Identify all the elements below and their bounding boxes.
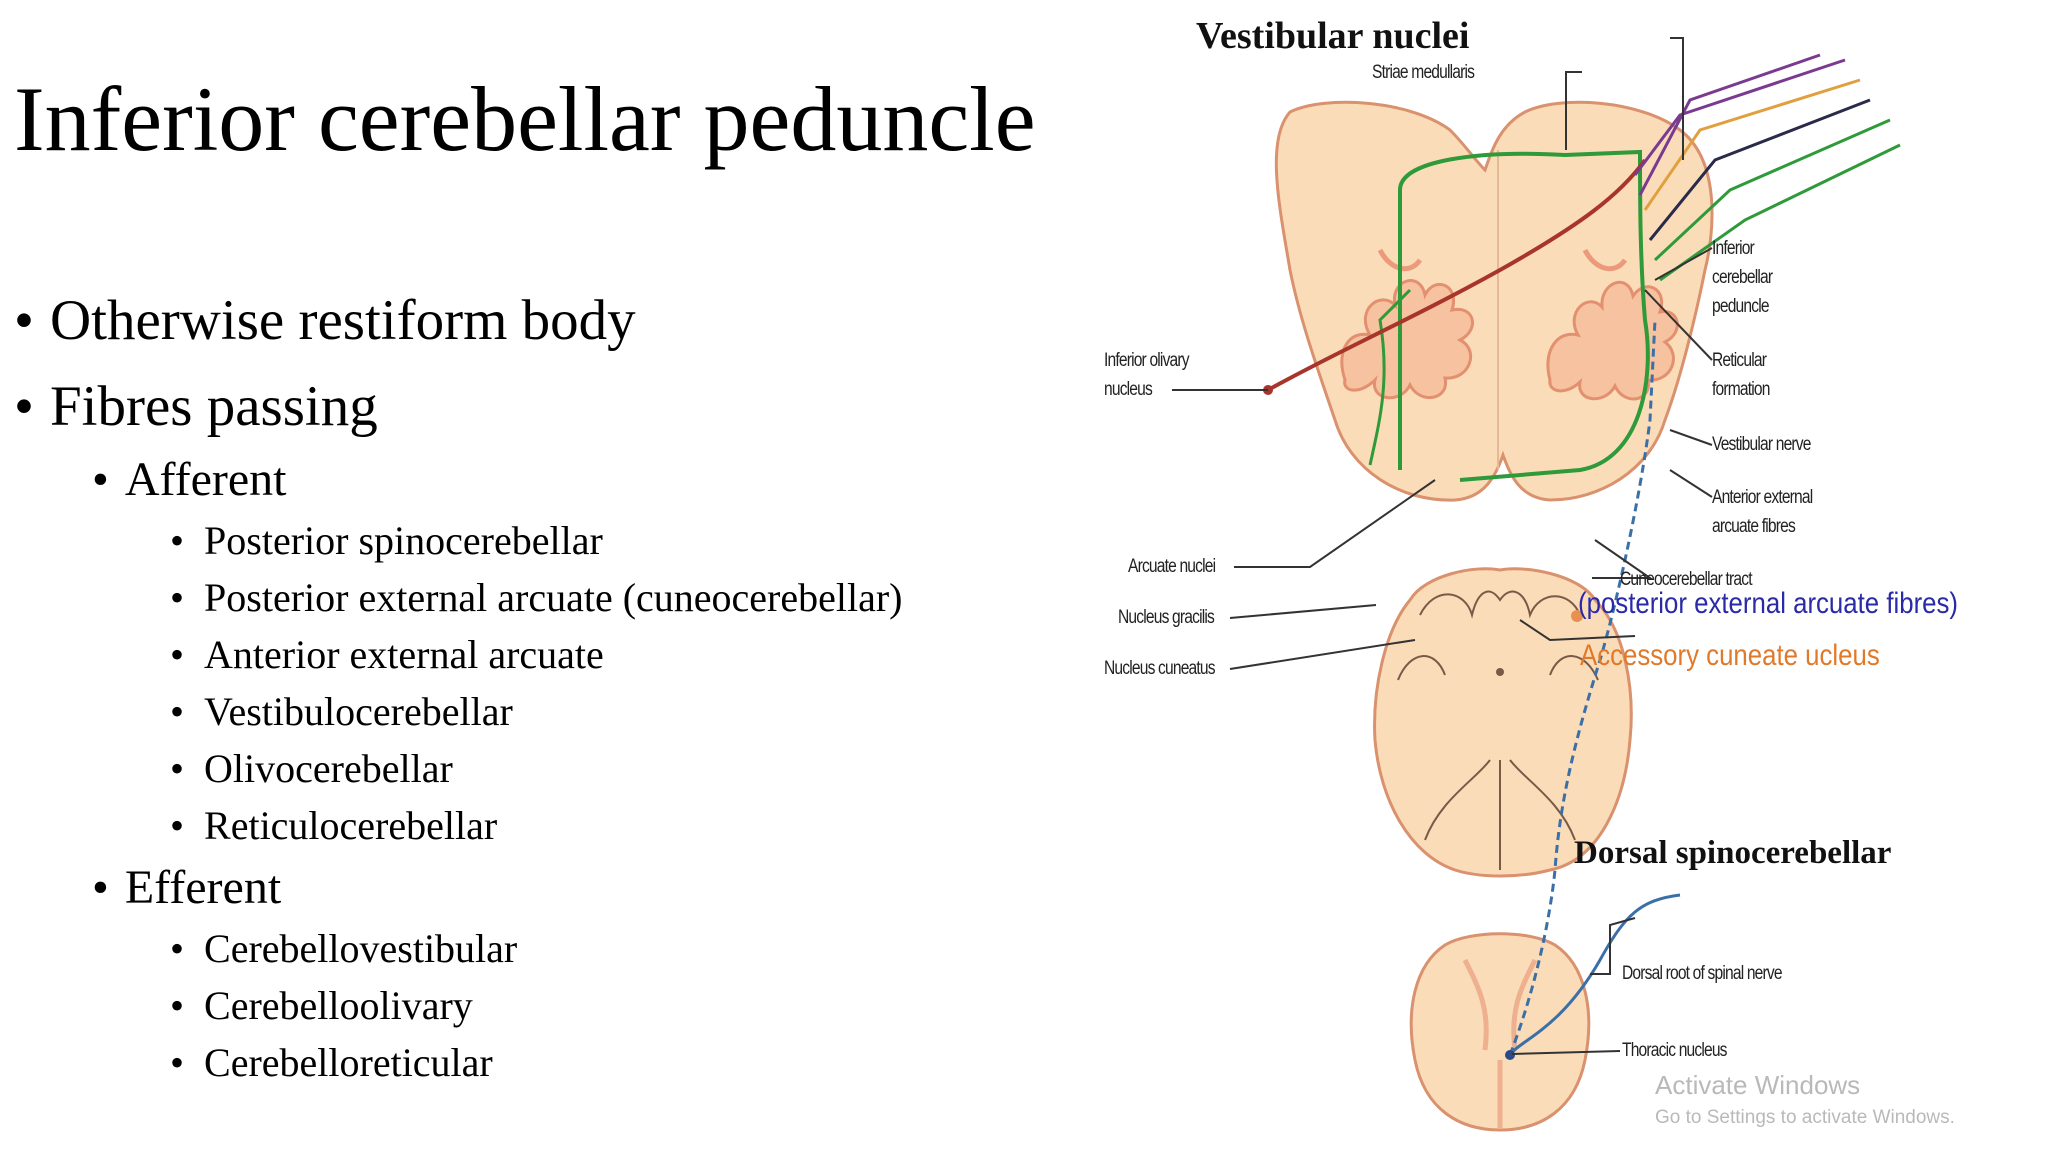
- inferior-cerebellar-peduncle-label-line2: cerebellar: [1712, 267, 1773, 288]
- sub-sub-bullet-item: • Vestibulocerebellar: [170, 689, 513, 735]
- sub-sub-bullet-item: • Anterior external arcuate: [170, 632, 604, 678]
- bullet-marker: •: [170, 575, 185, 620]
- reticular-formation-label-line2: formation: [1712, 379, 1770, 400]
- bullet-text: Vestibulocerebellar: [204, 689, 513, 734]
- bullet-marker: •: [14, 375, 34, 438]
- sub-bullet-item: • Afferent: [92, 452, 287, 508]
- thoracic-nucleus-label: Thoracic nucleus: [1622, 1040, 1727, 1061]
- bullet-marker: •: [92, 453, 109, 506]
- olivary-nucleus-left: [1340, 279, 1474, 400]
- sub-sub-bullet-item: • Posterior external arcuate (cuneocerebe…: [170, 575, 903, 621]
- inferior-olivary-nucleus-label-line1: Inferior olivary: [1104, 350, 1190, 371]
- bullet-marker: •: [170, 803, 185, 848]
- cuneocerebellar-tract-label: Cuneocerebellar tract: [1620, 569, 1753, 590]
- bullet-marker: •: [170, 632, 185, 677]
- sub-sub-bullet-item: • Cerebelloolivary: [170, 983, 473, 1029]
- bullet-text: Fibres passing: [49, 375, 378, 438]
- bullet-text: Efferent: [124, 861, 282, 914]
- sub-sub-bullet-item: • Reticulocerebellar: [170, 803, 497, 849]
- sub-sub-bullet-item: • Cerebelloreticular: [170, 1040, 493, 1086]
- bullet-text: Anterior external arcuate: [204, 632, 604, 677]
- anterior-external-arcuate-label-line1: Anterior external: [1712, 487, 1813, 508]
- activate-windows-watermark: Activate Windows: [1655, 1070, 1861, 1100]
- anatomy-diagram: Vestibular nuclei Striae medullaris Infe…: [1080, 0, 2048, 1152]
- bullet-text: Afferent: [124, 453, 287, 506]
- nucleus-cuneatus-label: Nucleus cuneatus: [1104, 658, 1216, 679]
- bullet-item: •Otherwise restiform body: [14, 288, 636, 354]
- bullet-marker: •: [170, 746, 185, 791]
- bullet-marker: •: [92, 861, 109, 914]
- sub-sub-bullet-item: • Olivocerebellar: [170, 746, 453, 792]
- activate-windows-instructions: Go to Settings to activate Windows.: [1655, 1107, 1955, 1128]
- diagram-drawing: [1172, 37, 1901, 1132]
- sub-sub-bullet-item: • Posterior spinocerebellar: [170, 518, 603, 564]
- vestibular-nerve-label: Vestibular nerve: [1712, 434, 1811, 455]
- inferior-cerebellar-peduncle-label-line3: peduncle: [1712, 296, 1770, 317]
- inferior-olivary-nucleus-label-line2: nucleus: [1104, 379, 1153, 400]
- spinal-cord-section: [1409, 932, 1591, 1132]
- sub-sub-bullet-item: • Cerebellovestibular: [170, 926, 517, 972]
- green-tract: [1398, 149, 1650, 482]
- inferior-cerebellar-peduncle-label-line1: Inferior: [1712, 238, 1755, 259]
- bullet-text: Cerebelloreticular: [204, 1040, 493, 1085]
- bullet-marker: •: [170, 1040, 185, 1085]
- slide-title: Inferior cerebellar peduncle: [14, 68, 1036, 170]
- blue-tract: [1508, 319, 1657, 1056]
- dorsal-spinocerebellar-label: Dorsal spinocerebellar: [1574, 835, 1892, 871]
- bullet-text: Cerebellovestibular: [204, 926, 518, 971]
- bullet-item: •Fibres passing: [14, 374, 378, 440]
- bullet-text: Reticulocerebellar: [204, 803, 498, 848]
- bullet-marker: •: [170, 518, 185, 563]
- caudal-medulla-section: [1373, 567, 1633, 878]
- arcuate-nuclei-label: Arcuate nuclei: [1128, 556, 1216, 577]
- bullet-marker: •: [14, 289, 34, 352]
- bullet-text: Posterior spinocerebellar: [204, 518, 603, 563]
- anterior-external-arcuate-label-line2: arcuate fibres: [1712, 516, 1796, 537]
- striae-medullaris-label: Striae medullaris: [1372, 62, 1475, 83]
- sub-bullet-item: • Efferent: [92, 860, 281, 916]
- vestibular-nuclei-label: Vestibular nuclei: [1196, 15, 1470, 57]
- posterior-external-arcuate-annotation: (posterior external arcuate fibres): [1578, 587, 1958, 620]
- nucleus-gracilis-label: Nucleus gracilis: [1118, 607, 1215, 628]
- bullet-marker: •: [170, 926, 185, 971]
- bullet-text: Olivocerebellar: [204, 746, 453, 791]
- bullet-text: Otherwise restiform body: [49, 289, 636, 352]
- bullet-marker: •: [170, 689, 185, 734]
- reticular-formation-label-line1: Reticular: [1712, 350, 1767, 371]
- bullet-marker: •: [170, 983, 185, 1028]
- olive-tract: [1267, 158, 1647, 392]
- bullet-text: Posterior external arcuate (cuneocerebel…: [204, 575, 903, 620]
- dorsal-root-label: Dorsal root of spinal nerve: [1622, 963, 1783, 984]
- bullet-text: Cerebelloolivary: [204, 983, 473, 1028]
- accessory-cuneate-annotation: Accessory cuneate ucleus: [1580, 639, 1880, 672]
